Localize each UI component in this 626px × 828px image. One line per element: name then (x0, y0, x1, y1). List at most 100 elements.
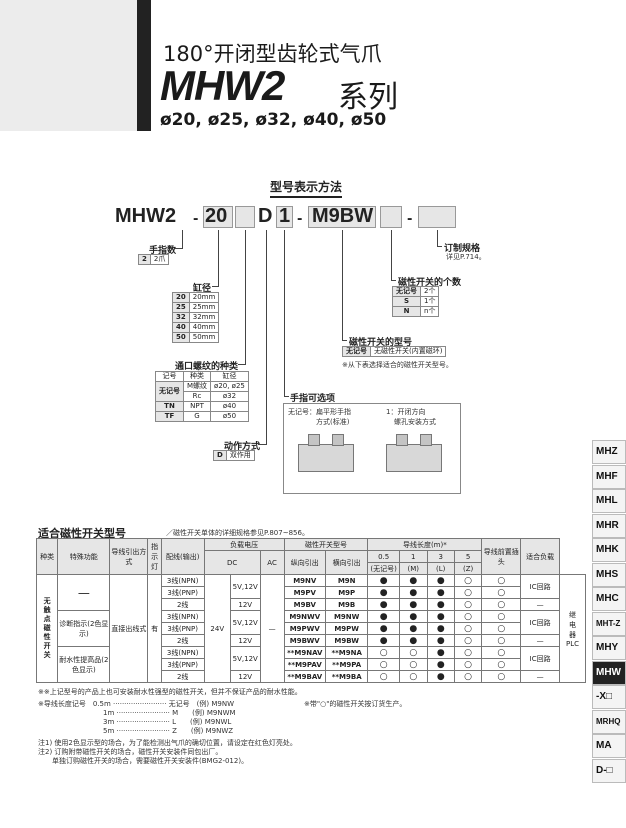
footnote-length-1: ※导线长度记号 0.5m ························ 无记… (38, 700, 235, 708)
model-horizontal-cell: M9P (324, 586, 369, 599)
th-l5-sym: (Z) (453, 562, 483, 575)
tab-d[interactable]: D-□ (592, 758, 626, 783)
gripper-flat-illustration (298, 444, 354, 472)
length-availability-cell: ○ (453, 598, 483, 611)
sw-count-desc: 2个 (419, 286, 440, 297)
model-vertical-cell: M9NV (283, 574, 326, 587)
custom-title: 订制规格 (444, 244, 481, 254)
th-wiring: 配线(输出) (160, 538, 205, 575)
ic-circuit-cell: IC回路 (520, 574, 560, 599)
wiring-cell: 3线(NPN) (160, 610, 205, 623)
length-availability-cell: ● (398, 574, 428, 587)
bore-size: 32mm (188, 312, 220, 323)
bore-code: 40 (172, 322, 190, 333)
port-header: 缸径 (210, 371, 249, 382)
length-availability-cell: ● (367, 622, 400, 635)
series-word: 系列 (338, 80, 398, 115)
port-code: TF (155, 411, 184, 422)
product-subtitle: 180°开闭型齿轮式气爪 (163, 42, 382, 66)
finger-opt-none2: 方式(标准) (316, 418, 350, 426)
tab-mrhq[interactable]: MRHQ (592, 709, 626, 734)
model-vertical-cell: M9PWV (283, 622, 326, 635)
model-finger-box (276, 206, 293, 228)
dc-voltage-cell: 5V,12V (229, 646, 261, 671)
length-availability-cell: ● (398, 598, 428, 611)
length-availability-cell: ● (426, 598, 455, 611)
port-kind: NPT (182, 401, 212, 412)
port-kind: M螺纹 (182, 381, 212, 392)
preconnector-cell: ○ (481, 574, 522, 587)
wiring-cell: 2线 (160, 670, 205, 683)
model-size-box (203, 206, 233, 228)
model-port-box (235, 206, 255, 228)
footnote-2: 注2) 订购附带磁性开关的场合，磁性开关安装件同包出厂。 (38, 748, 223, 756)
indicator-cell: 有 (147, 574, 162, 683)
model-dash3: - (407, 212, 413, 227)
port-bore: ø50 (210, 411, 249, 422)
switch-table-title: 适合磁性开关型号 (38, 527, 126, 540)
tab-mhk[interactable]: MHK (592, 538, 626, 562)
func-cell: 耐水性提高品(2色显示) (57, 646, 111, 683)
th-func: 特殊功能 (57, 538, 111, 575)
footnote-length-4: 5m ························ Z (例) M9NWZ (103, 727, 234, 735)
bore-code: 50 (172, 332, 190, 343)
preconnector-cell: ○ (481, 658, 522, 671)
switch-type-cell: 无触点磁性开关 (35, 574, 59, 683)
action-code: D (213, 450, 227, 461)
dc-voltage-cell: 12V (229, 598, 261, 611)
length-availability-cell: ○ (367, 646, 400, 659)
port-bore: ø32 (210, 391, 249, 402)
wiring-cell: 3线(PNP) (160, 622, 205, 635)
tab-mhf[interactable]: MHF (592, 464, 626, 489)
footnote-length-2: 1m ························ M (例) M9NWM (103, 709, 236, 717)
func-cell: — (57, 574, 111, 611)
tab-mhc[interactable]: MHC (592, 587, 626, 611)
sw-count-desc: 1个 (419, 296, 440, 307)
model-count-box (380, 206, 402, 228)
preconnector-cell: ○ (481, 670, 522, 683)
tab-mhy[interactable]: MHY (592, 636, 626, 660)
footnote-1: 注1) 使用2色显示型的场合，为了能检测出气爪的确切位置，请设定在红色灯亮处。 (38, 739, 297, 747)
port-kind: Rc (182, 391, 212, 402)
fingers-desc: 2爪 (149, 254, 170, 265)
model-horizontal-cell: M9B (324, 598, 369, 611)
switch-table-note: ／磁性开关单体的详细规格参见P.807~856。 (166, 529, 309, 537)
model-horizontal-cell: **M9PA (324, 658, 369, 671)
model-finger: 1 (279, 205, 291, 227)
gripper-flat-finger (332, 434, 344, 446)
wiring-cell: 3线(PNP) (160, 586, 205, 599)
preconnector-cell: ○ (481, 586, 522, 599)
tab-mht-z[interactable]: MHT-Z (592, 611, 626, 636)
dc-voltage-cell: 5V,12V (229, 610, 261, 635)
dc-voltage-cell: 12V (229, 634, 261, 647)
port-bore: ø40 (210, 401, 249, 412)
preconnector-cell: ○ (481, 598, 522, 611)
hl-bore (212, 286, 219, 287)
tab-mhr[interactable]: MHR (592, 513, 626, 538)
tab-mhl[interactable]: MHL (592, 489, 626, 513)
tab-mhs[interactable]: MHS (592, 562, 626, 587)
tab-ma[interactable]: MA (592, 734, 626, 758)
length-availability-cell: ○ (453, 646, 483, 659)
line-custom (437, 230, 438, 246)
th-model: 磁性开关型号 (283, 538, 369, 551)
bore-code: 20 (172, 292, 190, 303)
bore-size: 20mm (188, 292, 220, 303)
tab-mhw[interactable]: MHW (592, 660, 626, 685)
tab-mhz[interactable]: MHZ (592, 440, 626, 464)
th-dc: DC (203, 550, 261, 575)
bore-sizes: ø20, ø25, ø32, ø40, ø50 (160, 110, 387, 130)
bore-code: 25 (172, 302, 190, 313)
header-black-bar (137, 0, 151, 131)
model-action: D (258, 205, 273, 227)
length-availability-cell: ○ (367, 658, 400, 671)
tab-x[interactable]: -X□ (592, 685, 626, 709)
model-dash2: - (297, 212, 303, 227)
switch-table: 种类 特殊功能 导线引出方式 指示灯 配线(输出) 负载电压 磁性开关型号 导线… (35, 538, 587, 683)
